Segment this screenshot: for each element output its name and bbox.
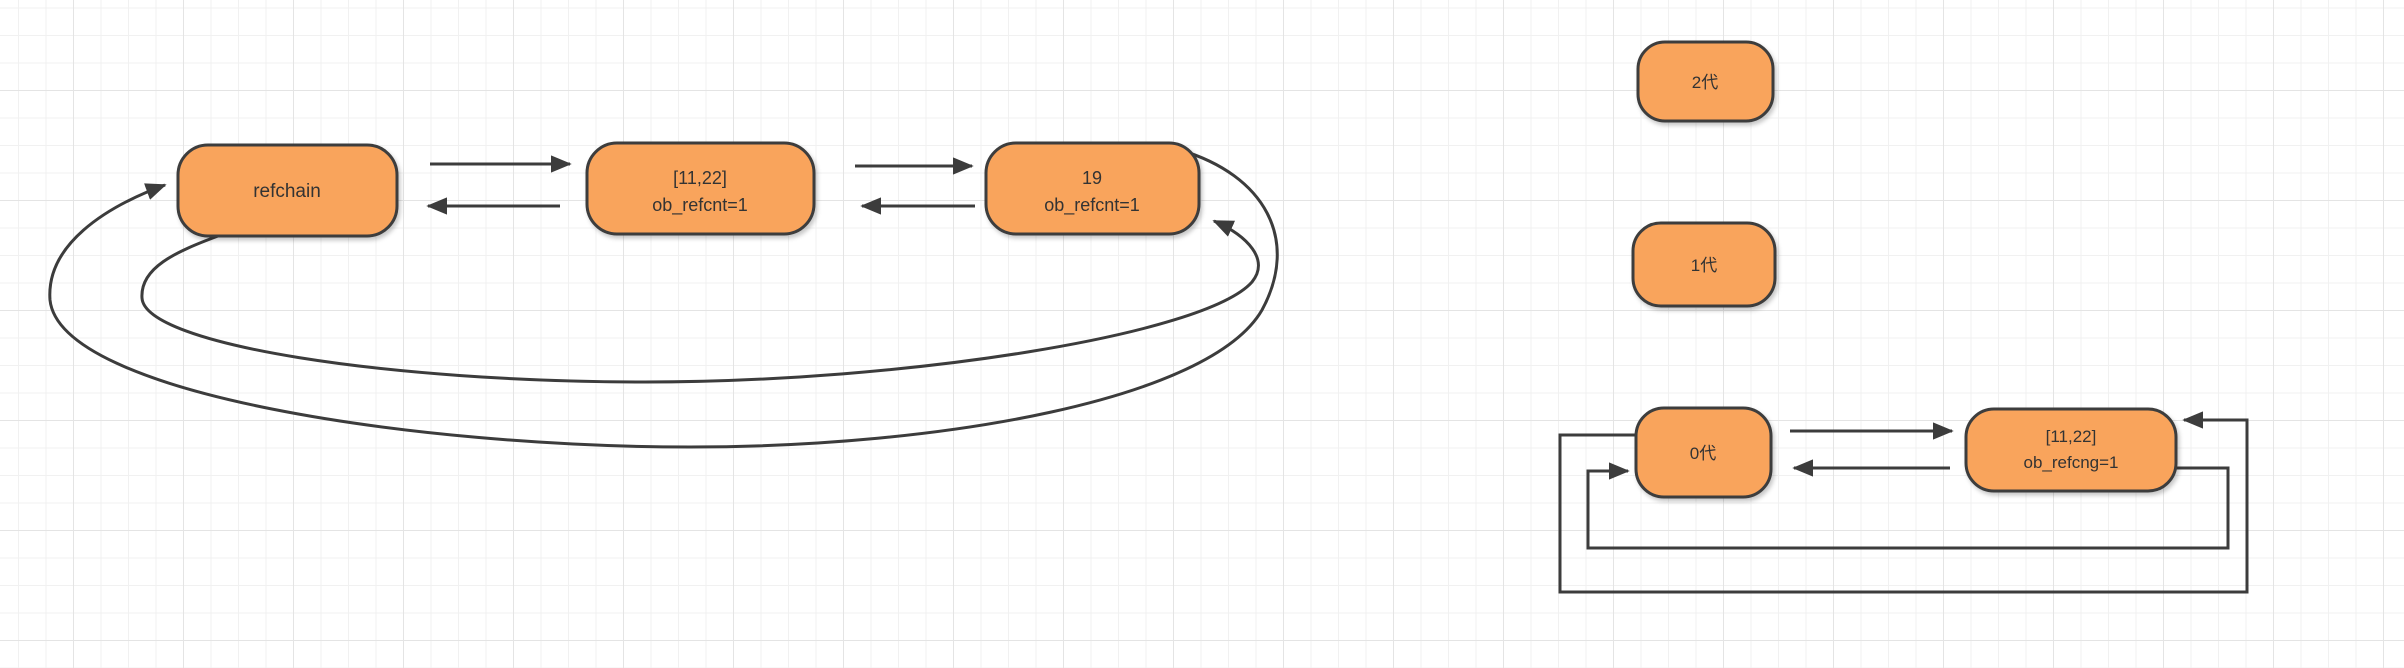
edge-intnode-to-refchain-arc[interactable]: [48, 148, 1279, 449]
node-int-label-line1: 19: [1082, 168, 1102, 188]
node-list-right-label-line1: [11,22]: [2046, 427, 2097, 446]
node-gen1-shape[interactable]: [1631, 221, 1777, 308]
edge-listnode-to-gen0-loop[interactable]: [1586, 462, 2230, 550]
edge-gen0-to-listnode-loop[interactable]: [1558, 411, 2249, 594]
node-gen0[interactable]: 0代: [1634, 406, 1773, 499]
node-list-left[interactable]: [11,22] ob_refcnt=1: [585, 141, 816, 236]
node-int-shape[interactable]: [984, 141, 1201, 236]
node-gen0-label: 0代: [1690, 444, 1716, 463]
node-list-right[interactable]: [11,22] ob_refcng=1: [1964, 407, 2178, 493]
node-list-right-shape[interactable]: [1964, 407, 2178, 493]
node-refchain[interactable]: refchain: [176, 143, 399, 238]
node-refchain-shape[interactable]: [176, 143, 399, 238]
node-refchain-label: refchain: [253, 181, 321, 202]
node-gen2-shape[interactable]: [1636, 40, 1775, 123]
edge-refchain-to-intnode-arc[interactable]: [140, 219, 1260, 384]
node-gen2-label: 2代: [1692, 73, 1718, 92]
node-gen2[interactable]: 2代: [1636, 40, 1775, 123]
node-list-left-label-line1: [11,22]: [673, 168, 727, 188]
node-list-left-shape[interactable]: [585, 141, 816, 236]
node-list-left-label-line2: ob_refcnt=1: [652, 195, 748, 216]
node-int-label-line2: ob_refcnt=1: [1044, 195, 1140, 216]
node-gen0-shape[interactable]: [1634, 406, 1773, 499]
node-gen1-label: 1代: [1691, 256, 1717, 275]
node-list-right-label-line2: ob_refcng=1: [2024, 453, 2119, 472]
node-gen1[interactable]: 1代: [1631, 221, 1777, 308]
node-int[interactable]: 19 ob_refcnt=1: [984, 141, 1201, 236]
